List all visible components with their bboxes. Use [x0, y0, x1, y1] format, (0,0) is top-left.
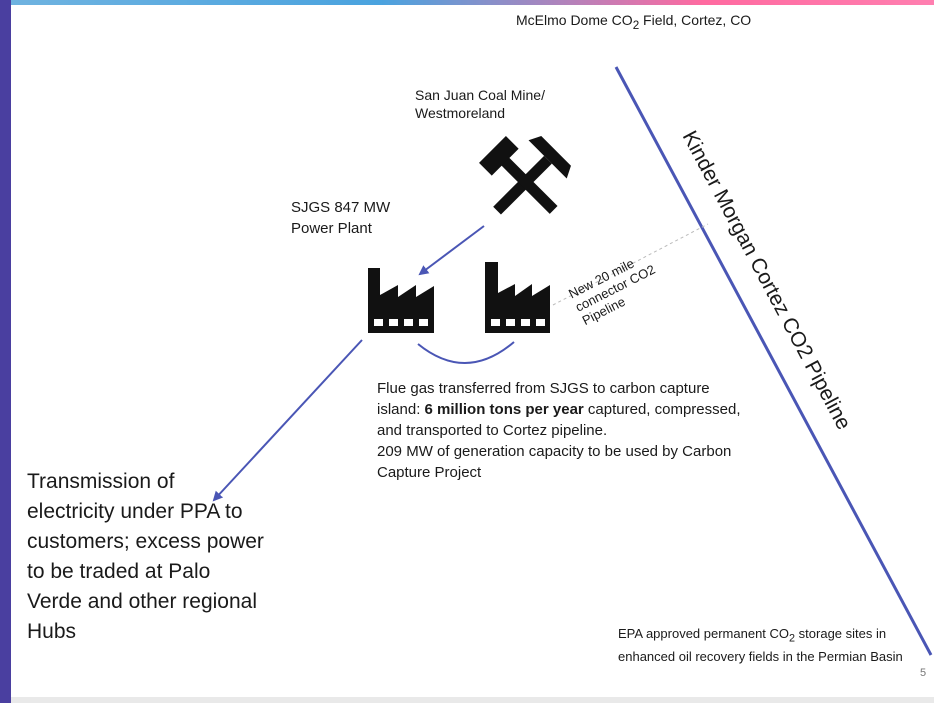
bottom-strip [11, 697, 934, 703]
page-number: 5 [920, 667, 927, 679]
storage-sites-description: EPA approved permanent CO2 storage sites… [618, 626, 903, 664]
mine-to-plant-arrow [418, 225, 485, 276]
pipeline-line [614, 66, 933, 656]
hammer-pick-icon [479, 136, 571, 215]
factory-icon [485, 262, 550, 333]
coal-mine-label: San Juan Coal Mine/Westmoreland [415, 87, 545, 121]
co2-source-field-label: McElmo Dome CO2 Field, Cortez, CO [516, 12, 752, 32]
top-banner-strip [11, 0, 934, 5]
capture-volume: 6 million tons per year [424, 401, 584, 418]
transmission-description: Transmission of electricity under PPA to… [27, 470, 264, 643]
connector-dashed-line [552, 223, 709, 306]
left-accent-bar [0, 0, 11, 703]
factory-icon [368, 268, 434, 333]
factory-connection-arc [417, 341, 515, 364]
plant-to-transmission-arrow [212, 339, 363, 502]
flue-gas-description: Flue gas transferred from SJGS to carbon… [377, 380, 741, 481]
